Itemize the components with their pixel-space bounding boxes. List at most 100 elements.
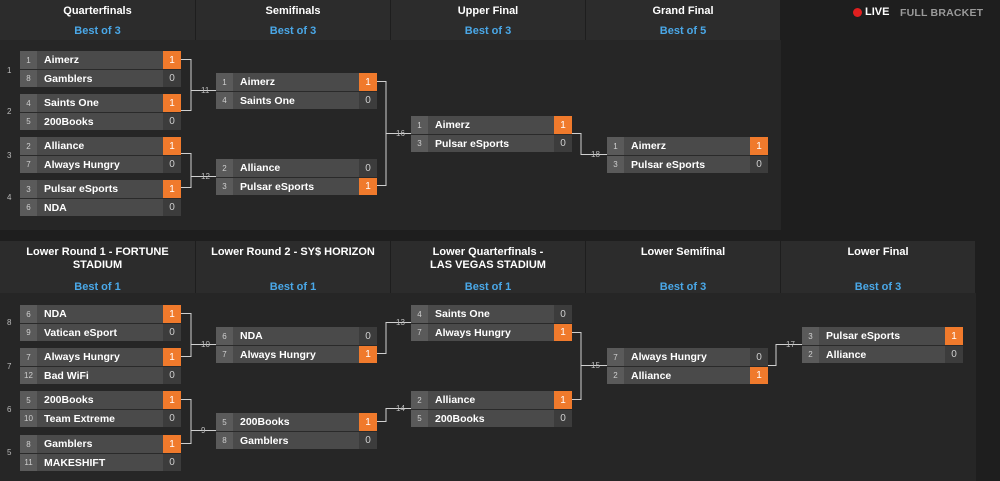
full-bracket-button[interactable]: FULL BRACKET: [900, 7, 984, 19]
team-name: Pulsar eSports: [820, 327, 945, 345]
team-score: 0: [750, 348, 768, 366]
live-indicator[interactable]: LIVE: [853, 6, 889, 18]
team-seed: 3: [216, 178, 234, 195]
team-seed: 2: [216, 159, 234, 177]
team-name: Saints One: [429, 305, 554, 323]
team-seed: 12: [20, 367, 38, 384]
live-label: LIVE: [865, 6, 890, 18]
team-score: 0: [163, 454, 181, 471]
team-score: 0: [163, 156, 181, 173]
best-of-label: Best of 3: [74, 25, 121, 37]
team-seed: 8: [20, 435, 38, 453]
team-score: 0: [163, 410, 181, 427]
team-name: Bad WiFi: [38, 367, 163, 384]
seed-label: 2: [7, 107, 12, 116]
match-number: 16: [396, 129, 405, 138]
team-seed: 9: [20, 324, 38, 341]
team-score: 0: [163, 199, 181, 216]
team-score: 1: [163, 137, 181, 155]
team-score: 1: [359, 413, 377, 431]
team-name: Team Extreme: [38, 410, 163, 427]
team-name: Vatican eSport: [38, 324, 163, 341]
match-number: 9: [201, 426, 206, 435]
team-name: Pulsar eSports: [38, 180, 163, 198]
team-seed: 7: [216, 346, 234, 363]
team-score: 0: [359, 327, 377, 345]
round-title: Lower Semifinal: [640, 246, 726, 258]
team-seed: 7: [20, 156, 38, 173]
team-score: 1: [163, 348, 181, 366]
team-seed: 6: [20, 199, 38, 216]
team-name: Alliance: [234, 159, 359, 177]
team-name: Alliance: [820, 346, 945, 363]
team-seed: 8: [20, 70, 38, 87]
round-header-upper-final: Upper Final Best of 3: [391, 0, 586, 40]
team-seed: 8: [216, 432, 234, 449]
team-score: 1: [554, 391, 572, 409]
team-seed: 2: [802, 346, 820, 363]
team-score: 0: [163, 324, 181, 341]
best-of-label: Best of 5: [659, 25, 707, 37]
team-score: 1: [163, 180, 181, 198]
team-name: Pulsar eSports: [625, 156, 750, 173]
team-name: 200Books: [234, 413, 359, 431]
team-seed: 3: [802, 327, 820, 345]
team-name: Gamblers: [38, 435, 163, 453]
team-score: 0: [163, 113, 181, 130]
